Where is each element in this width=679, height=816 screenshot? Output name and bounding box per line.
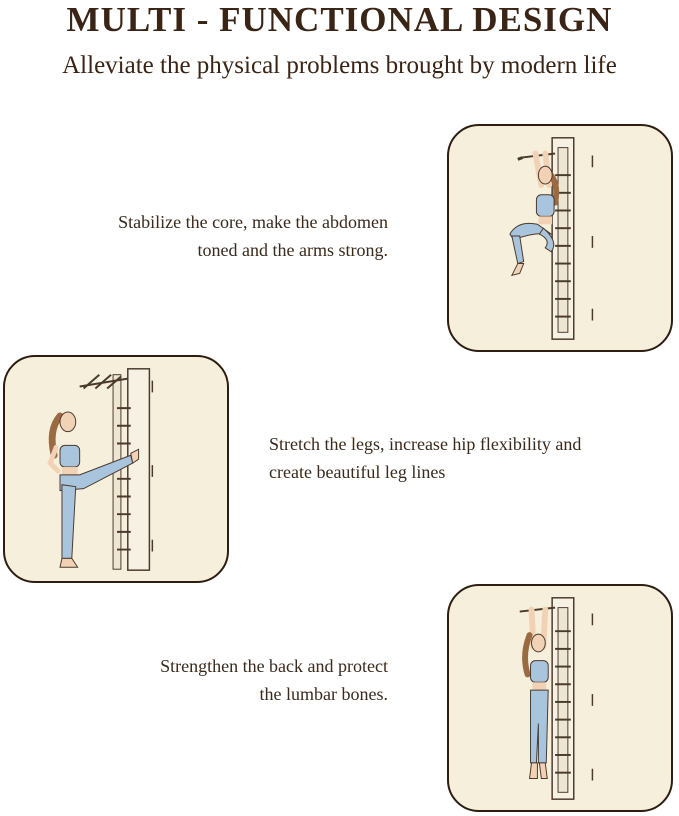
feature-caption-line: Stretch the legs, increase hip flexibili… — [269, 434, 582, 454]
feature-caption-line: create beautiful leg lines — [269, 462, 446, 482]
feature-caption-line: Stabilize the core, make the abdomen — [118, 212, 388, 232]
feature-caption-core: Stabilize the core, make the abdomen ton… — [118, 208, 388, 264]
feature-caption-legs: Stretch the legs, increase hip flexibili… — [269, 430, 581, 486]
feature-caption-line: Strengthen the back and protect — [160, 656, 388, 676]
page-subtitle: Alleviate the physical problems brought … — [62, 52, 617, 79]
feature-caption-back: Strengthen the back and protect the lumb… — [160, 652, 388, 708]
dead-hang-illustration — [447, 584, 673, 812]
page-title: MULTI - FUNCTIONAL DESIGN — [66, 0, 613, 39]
leg-stretch-illustration — [3, 355, 229, 583]
hanging-knee-raise-illustration — [447, 124, 673, 352]
feature-caption-line: the lumbar bones. — [259, 684, 388, 704]
feature-caption-line: toned and the arms strong. — [197, 240, 388, 260]
